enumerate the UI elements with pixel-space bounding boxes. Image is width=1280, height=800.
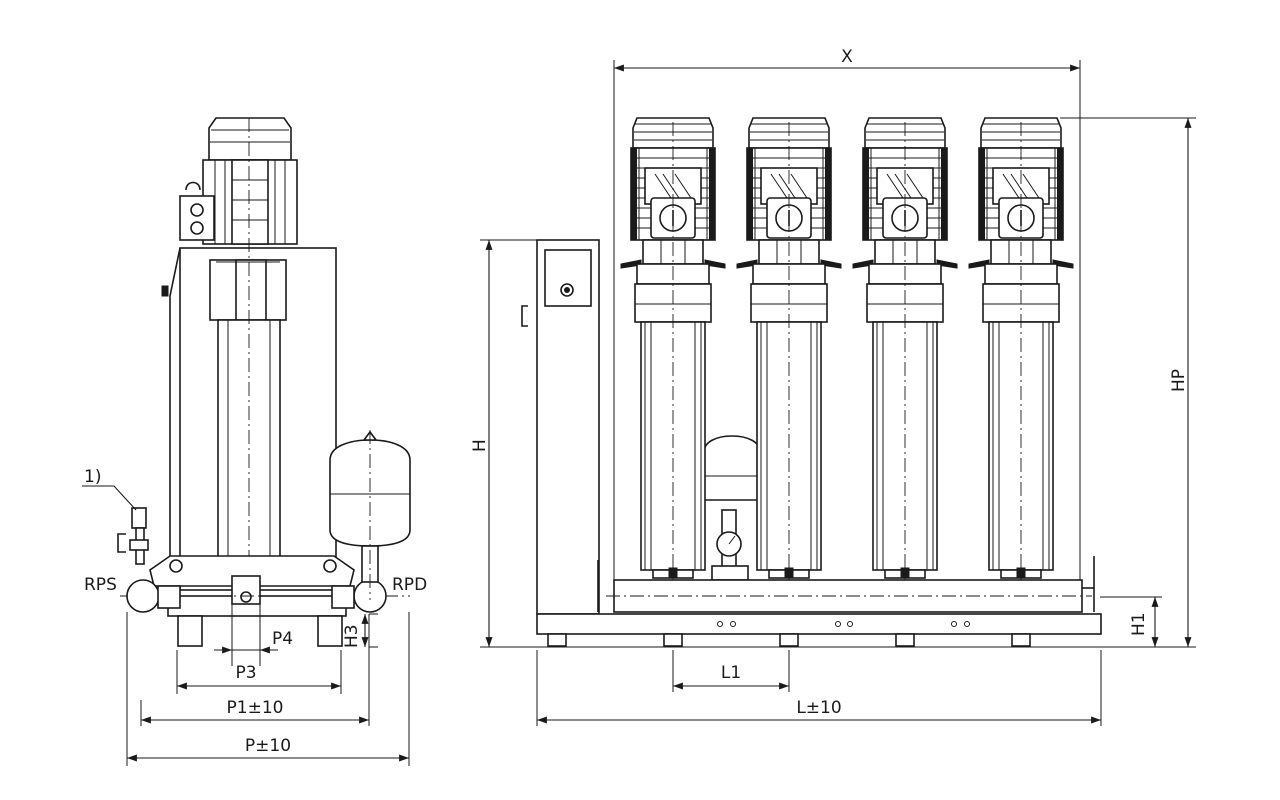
rpd-label: RPD	[392, 575, 427, 595]
pump-side	[179, 117, 298, 600]
pressure-gauge	[711, 509, 749, 581]
base-frame	[536, 613, 1102, 635]
p4-label: P4	[272, 629, 293, 649]
pump-1	[620, 117, 726, 589]
suction-pipe-end	[126, 579, 160, 613]
control-cabinet	[521, 239, 600, 615]
valve-assembly	[117, 507, 149, 565]
pump-2	[736, 117, 842, 589]
l-label: L±10	[796, 698, 841, 718]
h1-label: H1	[1129, 612, 1149, 636]
hp-label: HP	[1169, 369, 1189, 392]
pump-3	[852, 117, 958, 589]
pump-4	[968, 117, 1074, 589]
l1-label: L1	[721, 663, 741, 683]
side-view	[117, 117, 411, 647]
p-label: P±10	[245, 736, 291, 756]
h3-label: H3	[342, 624, 362, 648]
footnote-marker: 1)	[84, 467, 101, 487]
front-view	[521, 117, 1102, 647]
dimensions	[82, 60, 1196, 766]
rps-label: RPS	[84, 575, 117, 595]
p1-label: P1±10	[227, 698, 284, 718]
h-label: H	[470, 439, 490, 452]
p3-label: P3	[235, 663, 256, 683]
x-label: X	[841, 47, 853, 67]
pressure-vessel-side	[329, 430, 411, 600]
